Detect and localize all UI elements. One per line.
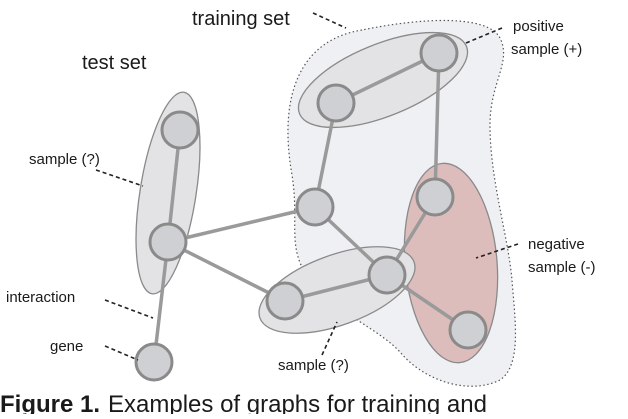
caption-text: Examples of graphs for training and — [108, 391, 487, 414]
graph-node — [415, 177, 455, 217]
graph-node — [160, 110, 200, 150]
graph-node — [265, 281, 305, 321]
figure-caption: Figure 1. Examples of graphs for training… — [0, 391, 487, 414]
edge — [166, 205, 317, 244]
gene-label: gene — [50, 338, 83, 355]
graph-node — [448, 310, 488, 350]
nodes — [134, 33, 488, 382]
leader-line-sample-bottom — [321, 321, 338, 356]
graph-node — [295, 187, 335, 227]
edge — [166, 240, 287, 303]
leader-line-sample-left — [95, 169, 144, 187]
sample-left-label: sample (?) — [29, 151, 100, 168]
negative-sample-label-line2: sample (-) — [528, 259, 596, 276]
graph-node — [419, 33, 459, 73]
edge — [152, 240, 170, 364]
training-set-label: training set — [192, 8, 290, 30]
positive-sample-label-line2: sample (+) — [511, 41, 582, 58]
leader-line-negative-sample — [475, 243, 519, 259]
positive-sample-label-line1: positive — [513, 18, 564, 35]
graph-node — [148, 222, 188, 262]
sample-bottom-label: sample (?) — [278, 357, 349, 374]
figure-number: Figure 1. — [0, 391, 100, 414]
leader-lines — [95, 12, 519, 361]
edge — [433, 51, 441, 199]
negative-sample-label-line1: negative — [528, 236, 585, 253]
graph-node — [316, 83, 356, 123]
leader-line-gene — [104, 345, 139, 361]
gene-node — [134, 342, 174, 382]
leader-line-interaction — [104, 299, 154, 319]
interaction-label: interaction — [6, 289, 75, 306]
test-set-label: test set — [82, 52, 147, 74]
leader-line-training-set — [312, 12, 347, 29]
graph-node — [367, 255, 407, 295]
